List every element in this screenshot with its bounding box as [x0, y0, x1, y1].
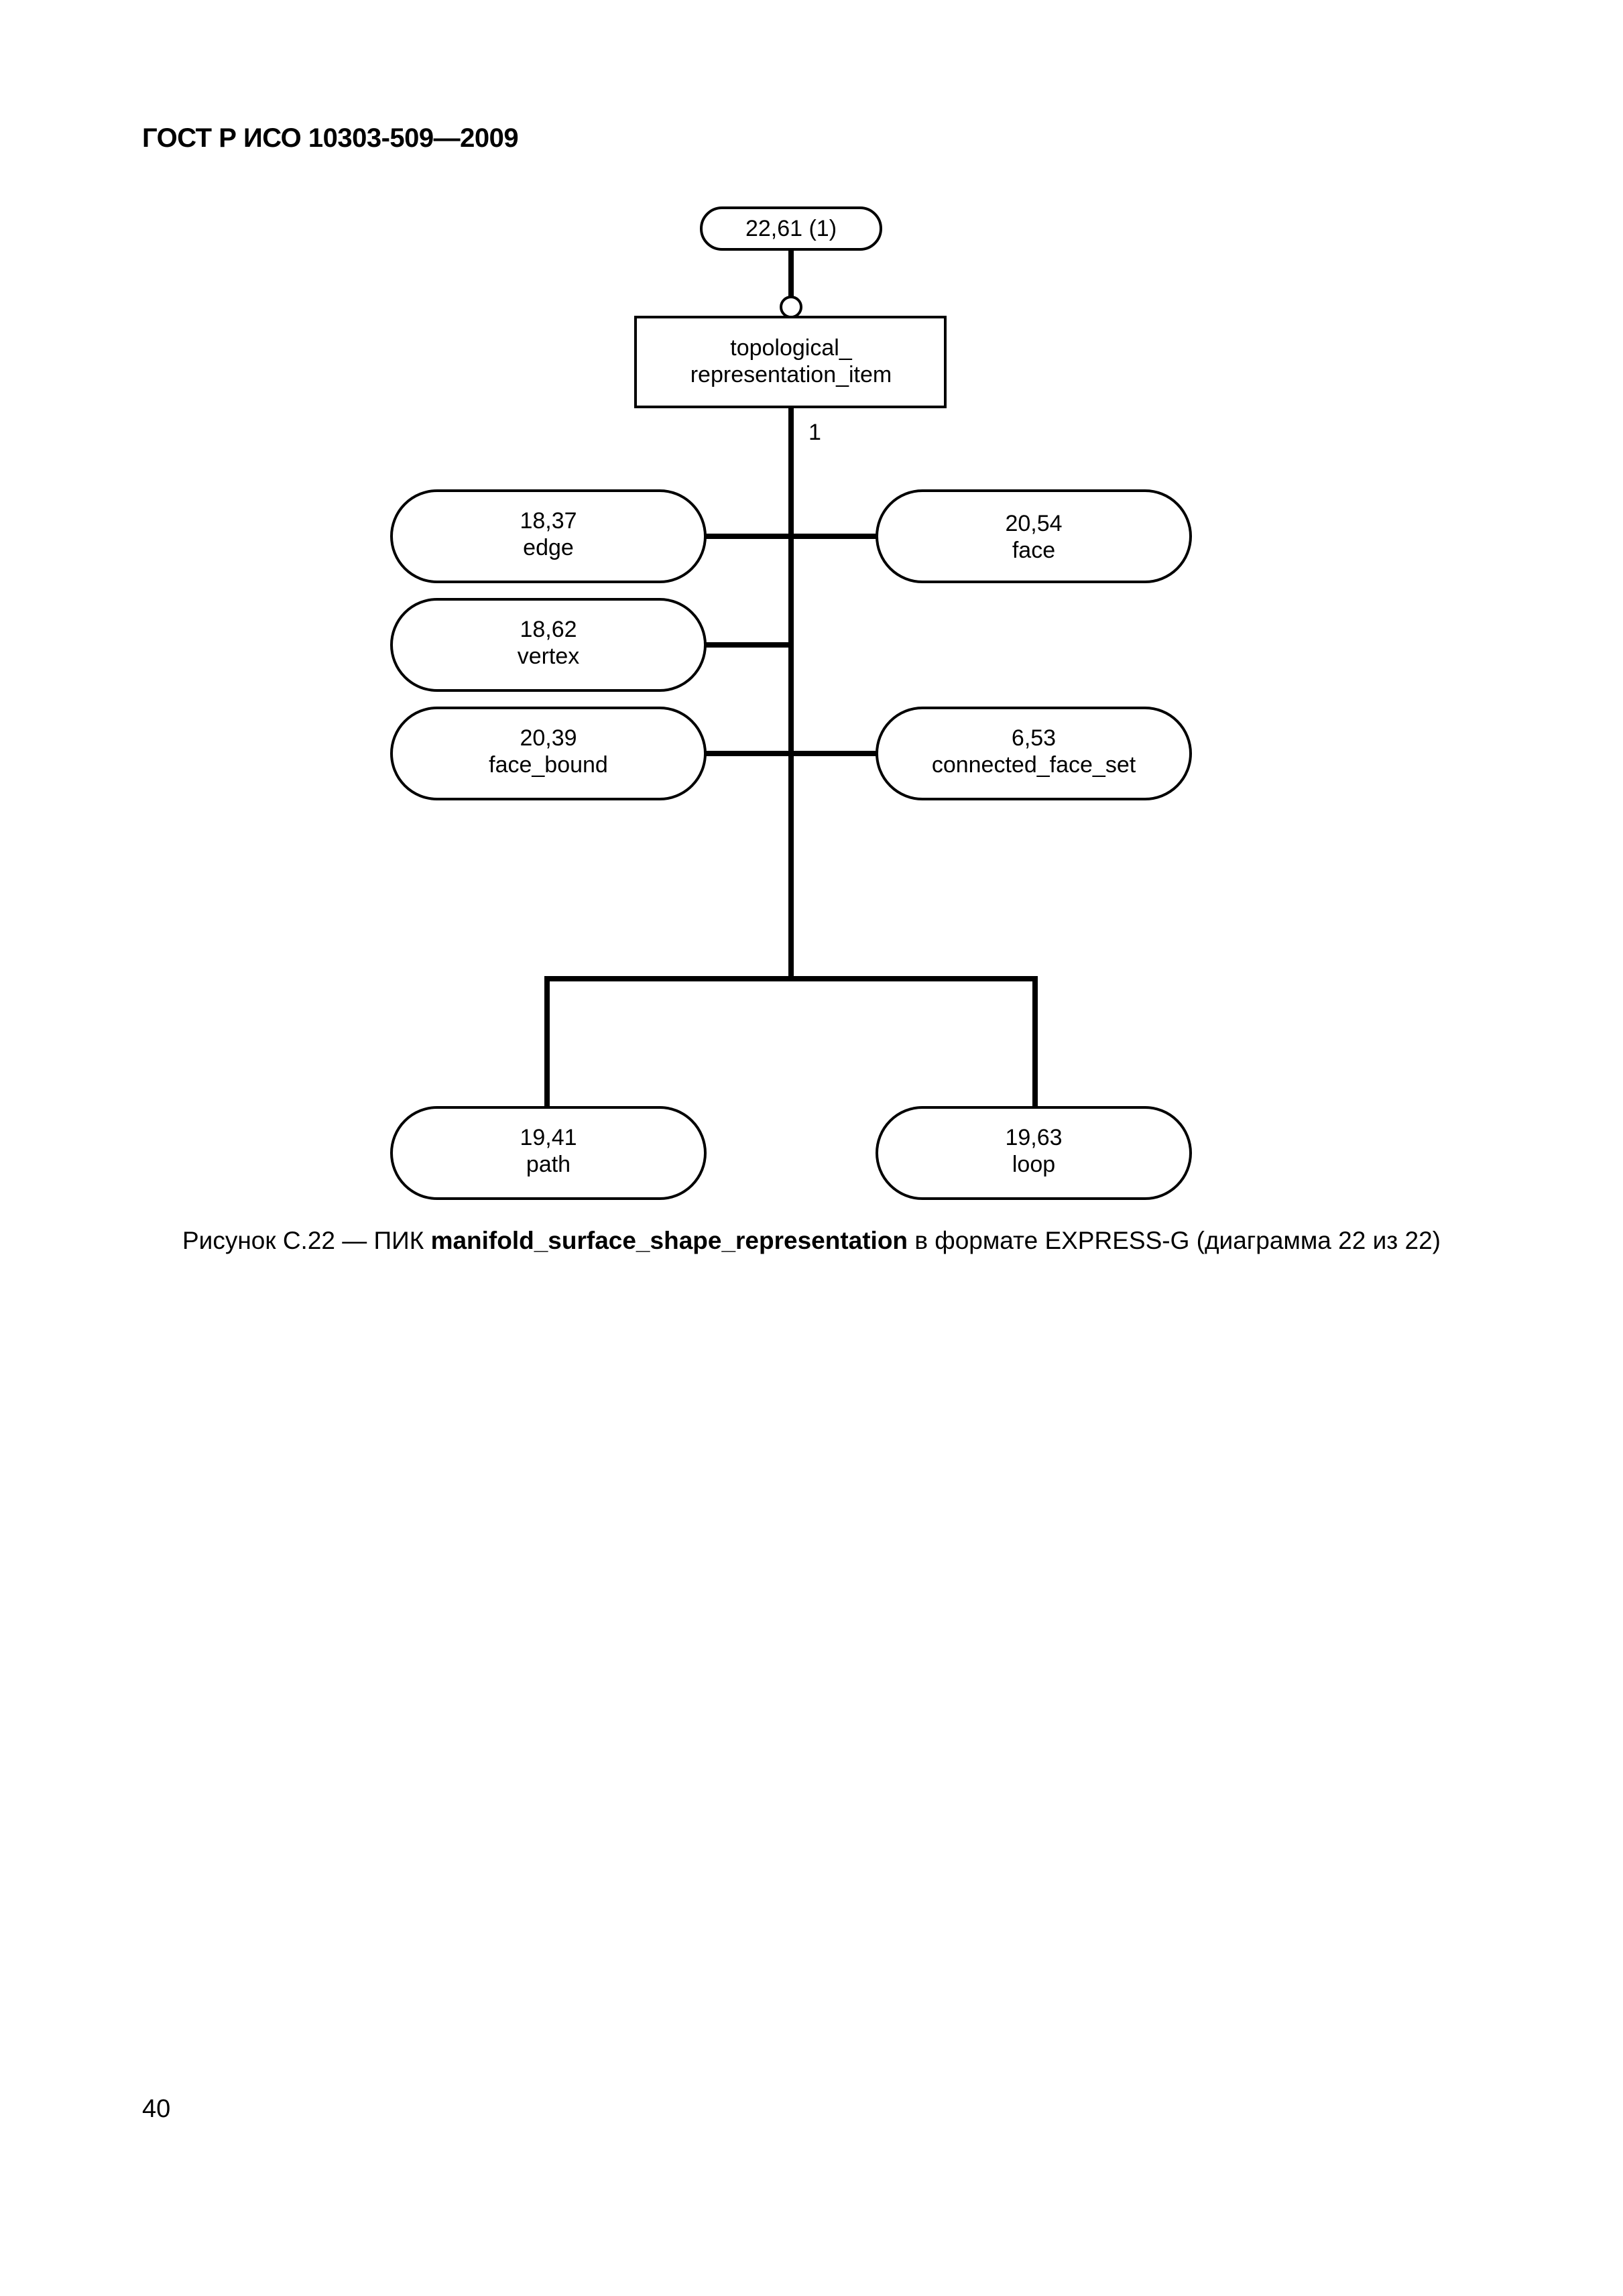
caption-prefix: Рисунок С.22 — ПИК: [182, 1227, 431, 1254]
node-loop: 19,63 loop: [876, 1106, 1192, 1200]
node-face-bound: 20,39 face_bound: [390, 707, 707, 800]
node-connected-face-set-ref: 6,53: [1012, 725, 1056, 751]
node-path-name: path: [526, 1152, 570, 1177]
caption-suffix: в формате EXPRESS-G (диаграмма 22 из 22): [908, 1227, 1441, 1254]
node-connected-face-set-name: connected_face_set: [932, 752, 1136, 778]
top-reference-label: 22,61 (1): [745, 216, 837, 241]
root-entity-box: topological_ representation_item: [634, 316, 947, 408]
node-vertex-ref: 18,62: [520, 617, 577, 642]
root-entity-line2: representation_item: [690, 362, 892, 387]
node-face-bound-ref: 20,39: [520, 725, 577, 751]
node-edge: 18,37 edge: [390, 489, 707, 583]
node-vertex: 18,62 vertex: [390, 598, 707, 692]
node-face-ref: 20,54: [1005, 511, 1062, 536]
node-path-ref: 19,41: [520, 1125, 577, 1150]
node-path: 19,41 path: [390, 1106, 707, 1200]
node-vertex-name: vertex: [518, 644, 580, 669]
figure-caption: Рисунок С.22 — ПИК manifold_surface_shap…: [0, 1227, 1623, 1255]
root-entity-line1: topological_: [730, 335, 853, 361]
page-number: 40: [142, 2095, 171, 2123]
node-loop-ref: 19,63: [1005, 1125, 1062, 1150]
node-face-bound-name: face_bound: [489, 752, 608, 778]
node-connected-face-set: 6,53 connected_face_set: [876, 707, 1192, 800]
branch-path-loop: [544, 976, 1038, 1109]
node-edge-name: edge: [523, 535, 574, 560]
top-reference-node: 22,61 (1): [700, 206, 882, 251]
caption-entity-name: manifold_surface_shape_representation: [430, 1227, 908, 1254]
supertype-circle-icon: [780, 296, 802, 318]
node-loop-name: loop: [1012, 1152, 1055, 1177]
node-edge-ref: 18,37: [520, 508, 577, 534]
connector-lines: [544, 249, 1038, 1109]
document-header: ГОСТ Р ИСО 10303-509—2009: [142, 123, 519, 153]
cardinality-label: 1: [808, 420, 821, 445]
node-face-name: face: [1012, 538, 1055, 563]
node-face: 20,54 face: [876, 489, 1192, 583]
